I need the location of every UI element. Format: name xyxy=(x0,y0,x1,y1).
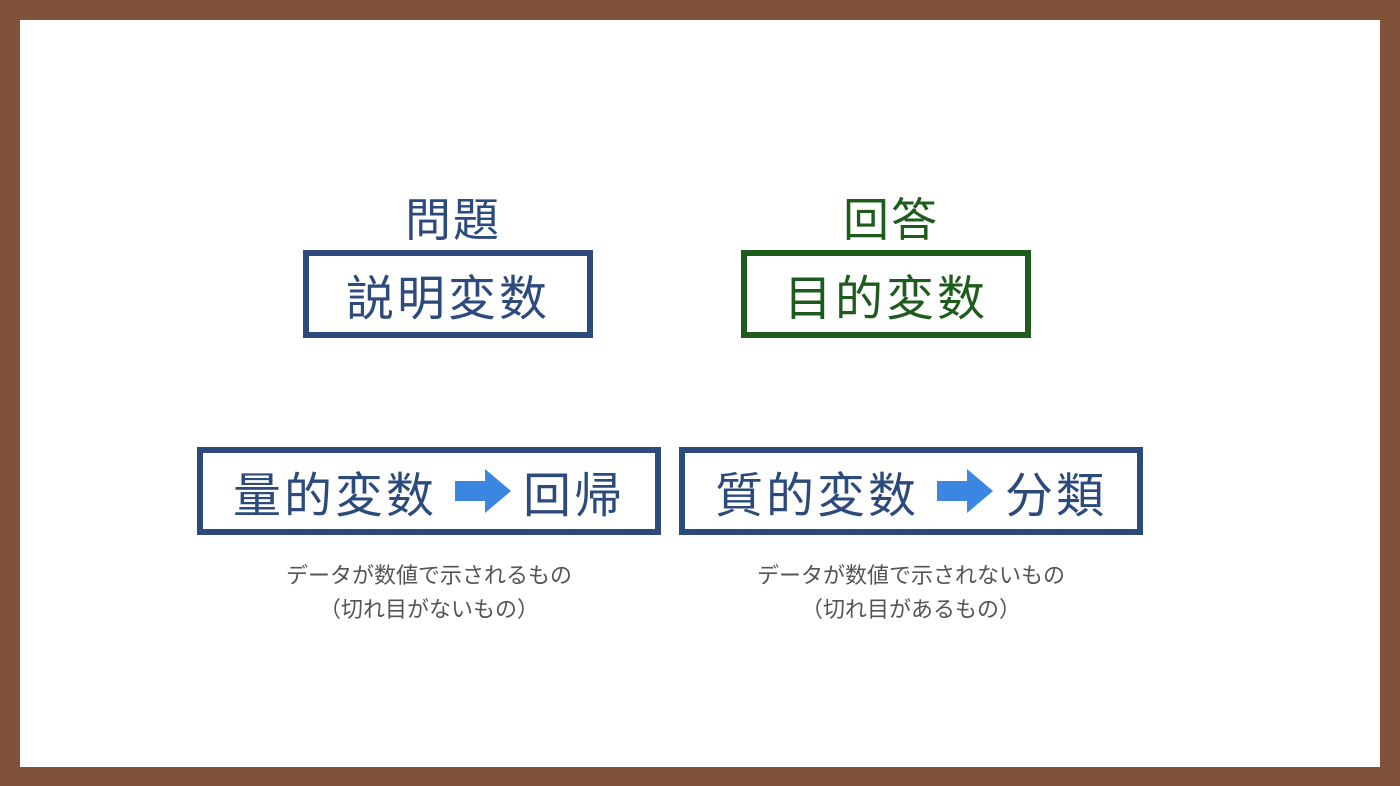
right-arrow-icon xyxy=(455,469,511,513)
quantitative-description-line1: データが数値で示されるもの xyxy=(285,564,572,589)
quantitative-description-line2: （切れ目がないもの） xyxy=(318,598,539,623)
regression-label: 回帰 xyxy=(523,468,626,524)
quantitative-variable-box: 量的変数 回帰 xyxy=(197,447,661,535)
right-arrow-icon xyxy=(937,469,993,513)
quantitative-description: データが数値で示されるもの （切れ目がないもの） xyxy=(197,560,661,628)
qualitative-variable-box: 質的変数 分類 xyxy=(679,447,1143,535)
explanatory-variable-box: 説明変数 xyxy=(303,250,593,338)
explanatory-variable-label: 説明変数 xyxy=(345,271,550,327)
qualitative-variable-label: 質的変数 xyxy=(714,468,919,524)
qualitative-description-line1: データが数値で示されないもの xyxy=(756,564,1065,589)
heading-answer: 回答 xyxy=(843,193,939,247)
quantitative-variable-label: 量的変数 xyxy=(232,468,437,524)
classification-label: 分類 xyxy=(1005,468,1108,524)
heading-problem: 問題 xyxy=(405,193,501,247)
target-variable-label: 目的変数 xyxy=(783,271,988,327)
target-variable-box: 目的変数 xyxy=(741,250,1031,338)
slide: 問題 回答 説明変数 目的変数 量的変数 回帰 質的変数 分類 データが数値で示… xyxy=(20,20,1380,767)
qualitative-description-line2: （切れ目があるもの） xyxy=(800,598,1021,623)
qualitative-description: データが数値で示されないもの （切れ目があるもの） xyxy=(679,560,1143,628)
